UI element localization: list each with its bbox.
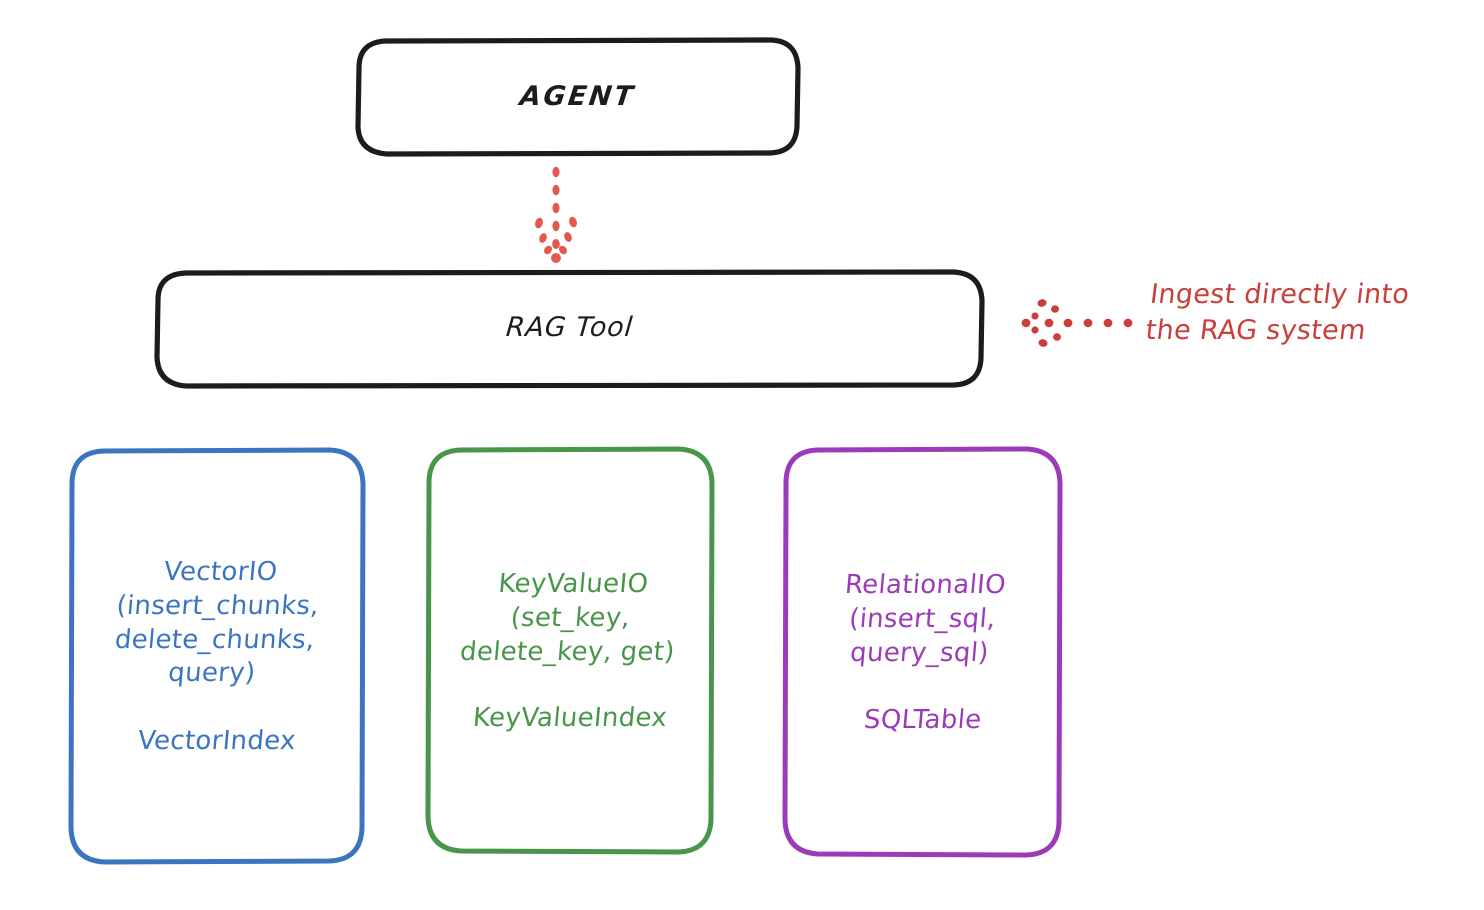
agent-box-outline [355,37,801,157]
connector-agent-to-ragtool [535,166,577,263]
vectorio-box-outline [68,447,366,865]
annotation-ingest: Ingest directly into the RAG system [1143,279,1412,346]
node-agent[interactable]: AGENT [358,40,798,154]
node-relational-io-sublabel: SQLTable [862,704,983,735]
node-relational-io-label: RelationalIO (insert_sql, query_sql) [843,570,1008,668]
relationalio-box-outline [782,446,1063,858]
node-vector-io-sublabel: VectorIndex [136,725,297,756]
node-rag-tool[interactable]: RAG Tool [157,272,982,385]
connector-annotation-to-ragtool [1021,299,1133,347]
node-key-value-io-label: KeyValueIO (set_key, delete_key, get) [458,568,676,667]
node-relational-io[interactable]: RelationalIO (insert_sql, query_sql) SQL… [785,449,1060,855]
node-vector-io-label: VectorIO (insert_chunks, delete_chunks, … [113,557,321,689]
keyvalueio-box-outline [425,446,715,855]
node-key-value-io-sublabel: KeyValueIndex [471,703,669,734]
node-key-value-io[interactable]: KeyValueIO (set_key, delete_key, get) Ke… [428,449,712,852]
ragtool-box-outline [154,269,985,389]
node-vector-io[interactable]: VectorIO (insert_chunks, delete_chunks, … [70,450,363,862]
node-agent-label: AGENT [518,80,638,112]
node-rag-tool-label: RAG Tool [504,312,635,344]
